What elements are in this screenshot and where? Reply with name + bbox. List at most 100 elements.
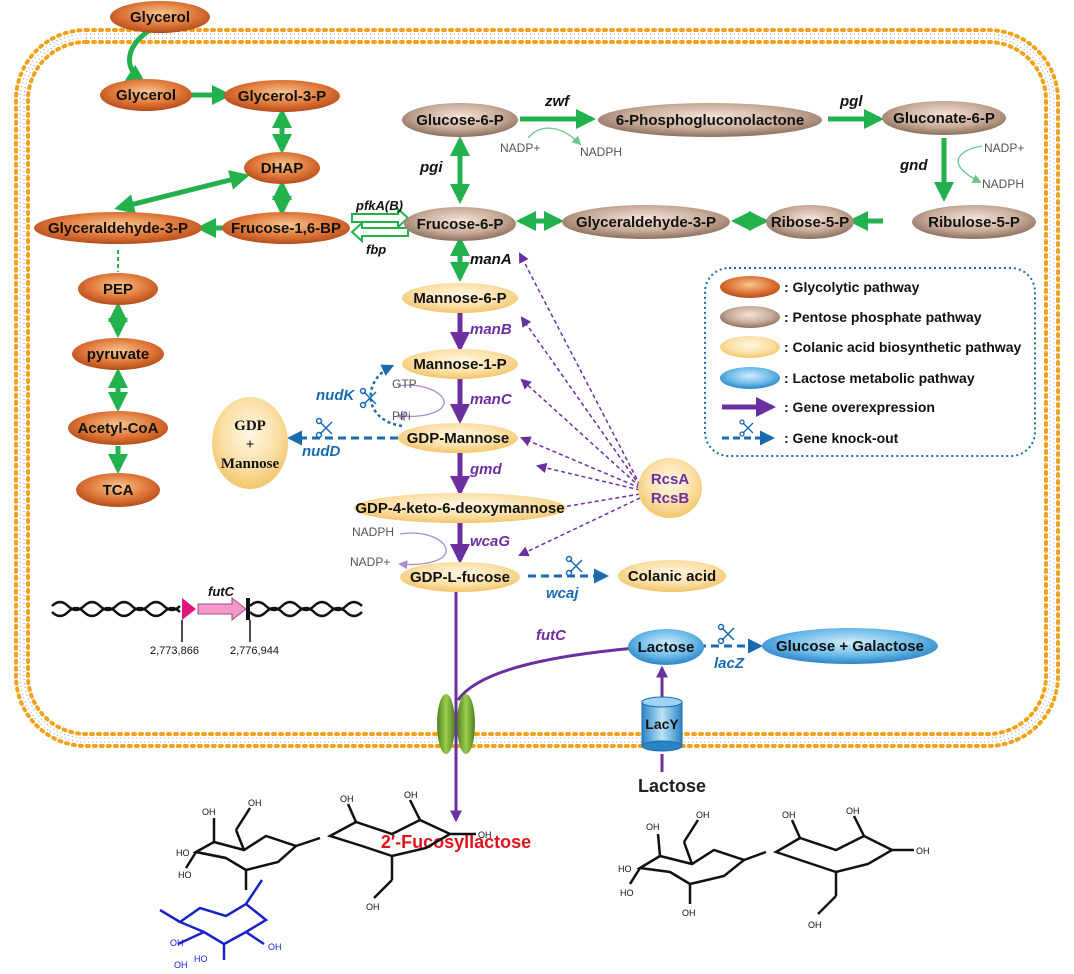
node-g3p-left: Glyceraldehyde-3-P [48,220,188,237]
svg-text:OH: OH [682,908,696,918]
node-rcsa: RcsA [651,471,690,488]
knockout-arrows [287,430,763,654]
cofactor-arrows [527,127,983,183]
svg-text:OH: OH [808,920,822,930]
node-pgl6: 6-Phosphogluconolactone [616,112,804,129]
node-lactose-in: Lactose [638,639,695,656]
node-pep: PEP [103,281,133,298]
fucosyllactose-labels: OH OH HO HO OH OH OH OH OH HO OH OH [170,790,492,970]
gene-nudd: nudD [302,443,340,460]
gene-labels: zwf pgl pgi gnd pfkA(B) fbp manA manB ma… [302,93,928,672]
gene-wcag: wcaG [470,533,510,550]
legend-lactose: : Lactose metabolic pathway [784,370,975,386]
legend-pentose: : Pentose phosphate pathway [784,309,982,325]
svg-text:OH: OH [268,942,282,952]
futc-gene-arrow [197,596,247,622]
node-lacy: LacY [645,716,679,732]
gene-pfka: pfkA(B) [355,198,403,213]
svg-text:OH: OH [170,938,184,948]
node-pyruvate: pyruvate [87,346,150,363]
pfka-fbp-arrows [350,206,410,244]
ppp-nodes: Glucose-6-P 6-Phosphogluconolactone Gluc… [402,101,1036,241]
svg-text:OH: OH [366,902,380,912]
cofactor-nadph-3: NADPH [352,525,394,539]
cofactor-nadp-1: NADP+ [500,141,540,155]
svg-text:OH: OH [478,830,492,840]
svg-text:HO: HO [176,848,190,858]
terminator-icon [246,598,250,620]
svg-text:OH: OH [646,822,660,832]
arrow-dhap-gap [114,170,250,214]
gene-futc-dna: futC [208,584,235,599]
gene-fbp: fbp [366,242,386,257]
svg-text:HO: HO [194,954,208,964]
svg-text:OH: OH [404,790,418,800]
cofactor-arrows-purple [396,384,447,570]
node-gdplfucose: GDP-L-fucose [410,569,510,586]
node-gluconate6p: Gluconate-6-P [893,110,995,127]
gene-mana: manA [470,251,512,268]
product-label: 2′-Fucosyllactose [381,832,531,852]
node-gdpmannose: GDP-Mannose [407,430,510,447]
cofactor-nadph-1: NADPH [580,145,622,159]
cofactor-nadp-2: NADP+ [984,141,1024,155]
gene-gmd: gmd [469,461,503,478]
cofactor-nadp-3: NADP+ [350,555,390,569]
legend-glycolytic: : Glycolytic pathway [784,279,920,295]
gene-wcaj: wcaj [546,585,579,602]
fucosyllactose-structure [184,799,476,899]
gene-futc: futC [536,627,567,644]
node-mannose1p: Mannose-1-P [413,356,506,373]
svg-text:OH: OH [782,810,796,820]
svg-text:OH: OH [696,810,710,820]
arrow-nadp-nadph-1 [527,127,582,146]
colanic-nodes: Mannose-6-P Mannose-1-P GDP-Mannose GDP-… [212,283,726,592]
gene-zwf: zwf [544,93,571,110]
purple-arrows [450,310,668,823]
legend-overexpression: : Gene overexpression [784,399,935,415]
arrow-nadp-nadph-2 [957,145,983,183]
lactose-out-label: Lactose [638,776,706,796]
svg-text:OH: OH [202,807,216,817]
arrow-futc [456,646,636,701]
node-acetylcoa: Acetyl-CoA [78,420,159,437]
genome-insertion: futC 2,773,866 2,776,944 [51,584,363,657]
node-glycerol-out: Glycerol [130,9,190,26]
svg-text:OH: OH [248,798,262,808]
rcs-activation-arrows [518,252,641,557]
fucose-moiety [159,879,269,960]
node-mannose: Mannose [221,456,280,472]
node-tca: TCA [103,482,134,499]
node-gdp: GDP [234,418,266,434]
node-fructose6p: Frucose-6-P [417,216,504,233]
svg-text:OH: OH [340,794,354,804]
node-glycerol-in: Glycerol [116,87,176,104]
scissors-icon [315,387,735,645]
node-glucose6p: Glucose-6-P [416,112,504,129]
dna-pos-end: 2,776,944 [230,645,279,657]
glycolysis-nodes: Glycerol Glycerol Glycerol-3-P DHAP Glyc… [34,1,350,507]
cell-membrane [14,28,1060,748]
gene-nudk: nudK [316,387,355,404]
node-glycerol3p: Glycerol-3-P [238,88,326,105]
gene-manc: manC [470,391,513,408]
svg-text:HO: HO [618,864,632,874]
node-dhap: DHAP [261,160,304,177]
node-gdp4keto: GDP-4-keto-6-deoxymannose [355,500,564,517]
lactose-structure-labels: OH OH HO HO OH OH OH OH OH [618,806,930,930]
lacy-transporter: LacY [641,696,683,752]
node-f16bp: Frucose-1,6-BP [231,220,341,237]
cofactor-nadph-2: NADPH [982,177,1024,191]
dna-pos-start: 2,773,866 [150,645,199,657]
gene-manb: manB [470,321,512,338]
node-colanic: Colanic acid [628,568,716,585]
node-g3p-right: Glyceraldehyde-3-P [576,214,716,231]
cofactor-ppi: PPi [392,409,411,423]
node-mannose6p: Mannose-6-P [413,290,506,307]
cofactor-labels: NADP+ NADPH NADP+ NADPH GTP PPi NADPH NA… [350,141,1024,569]
legend-knockout: : Gene knock-out [784,430,899,446]
legend-colanic: : Colanic acid biosynthetic pathway [784,339,1021,355]
svg-text:OH: OH [916,846,930,856]
fucose-exporter [437,694,475,754]
